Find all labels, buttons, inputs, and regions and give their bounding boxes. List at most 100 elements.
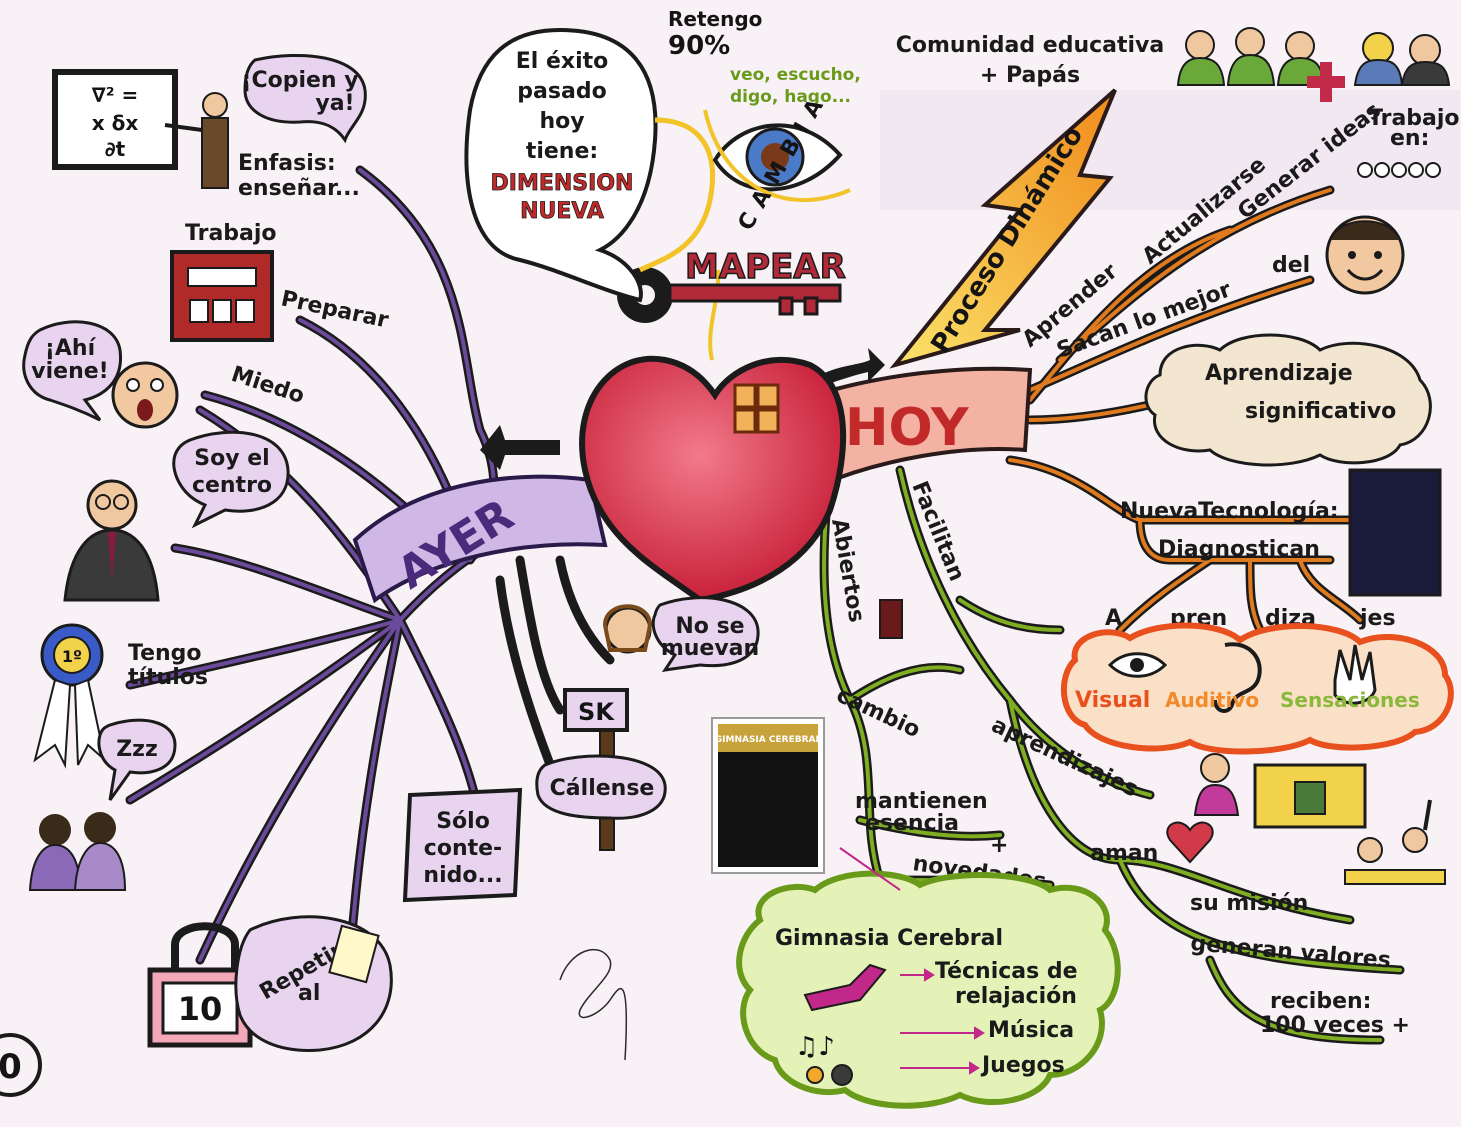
callense-label: Cállense <box>550 776 655 801</box>
cloud-aprendizaje: Aprendizaje significativo <box>1144 333 1432 467</box>
senses-line-2: digo, hago... <box>730 87 851 107</box>
box-solo-contenido: Sólo conte- nido... <box>402 787 523 903</box>
nueva-tecnologia-label: NuevaTecnología: <box>1120 499 1339 524</box>
page-number: 0 <box>0 1047 22 1087</box>
lock-icon: 10 <box>147 922 253 1048</box>
tengo-titulos-line-1: Tengo <box>128 641 202 666</box>
book-gimnasia-cerebral: GIMNASIA CEREBRAL <box>711 717 825 874</box>
tengo-titulos-line-2: títulos <box>128 665 208 690</box>
game-icon <box>831 1064 853 1086</box>
girl-painting-icon <box>1193 753 1367 829</box>
lock-label: 10 <box>178 990 223 1028</box>
bubble-callense: Cállense <box>535 754 667 820</box>
worried-girl-icon <box>602 604 653 654</box>
hoy-green-branches <box>819 465 1405 1045</box>
copien-line-2: ya! <box>315 91 354 116</box>
copien-line-1: ¡Copien y <box>241 68 358 93</box>
tech-book-image <box>1348 468 1442 597</box>
soy-centro-line-1: Soy el <box>194 446 269 471</box>
hand-icon <box>1333 644 1377 705</box>
bubble-ahi-viene: ¡Ahí viene! <box>22 320 123 422</box>
bubble-no-se-muevan: No se muevan <box>651 596 760 672</box>
formula-line-1: ∇² = <box>92 83 138 107</box>
exito-line-4: tiene: <box>526 139 598 164</box>
smiley-icon <box>1325 215 1405 295</box>
retengo-percent: 90% <box>668 31 730 61</box>
tecnicas-line-1: Técnicas de <box>935 959 1078 984</box>
community-line-2: + Papás <box>980 63 1080 88</box>
trabajo-en-line-1: Trabajo <box>1368 106 1460 131</box>
music-notes-icon: ♫♪ <box>795 1032 835 1062</box>
formula-line-3: ∂t <box>105 137 126 161</box>
aprendizajes-split-1: A <box>1105 606 1122 631</box>
no-se-muevan-line-1: No se <box>675 614 744 639</box>
key-icon: MAPEAR <box>617 246 847 323</box>
mision-label: su misión <box>1190 891 1308 916</box>
students-back-icon <box>28 812 127 891</box>
soy-centro-line-2: centro <box>192 473 272 498</box>
style-visual: Visual <box>1075 688 1150 713</box>
tecnicas-line-2: relajación <box>955 984 1077 1009</box>
trabajo-label: Trabajo <box>185 221 277 246</box>
sign-label: SK <box>578 698 615 726</box>
bubble-zzz: Zzz <box>97 718 177 801</box>
style-sensaciones: Sensaciones <box>1280 688 1420 712</box>
ahi-viene-line-2: viene! <box>31 359 108 384</box>
reciben-line-1: reciben: <box>1270 989 1371 1014</box>
solo-contenido-line-3: nido... <box>423 863 502 888</box>
bubble-soy-centro: Soy el centro <box>172 430 290 529</box>
aman-label: aman <box>1090 841 1158 866</box>
scared-face-icon <box>111 361 179 429</box>
exito-line-5: DIMENSION <box>491 171 634 196</box>
arrow-icons <box>480 348 885 470</box>
enfasis-line-2: enseñar... <box>238 176 360 201</box>
musica-label: Música <box>988 1018 1074 1043</box>
exito-line-3: hoy <box>539 109 584 134</box>
cloud-gimnasia-cerebral: Gimnasia Cerebral Técnicas de relajación… <box>736 870 1121 1109</box>
small-heart-icon <box>1166 821 1214 864</box>
mapear-label: MAPEAR <box>685 247 846 287</box>
zzz-label: Zzz <box>116 737 158 762</box>
enfasis-line-1: Enfasis: <box>238 151 336 176</box>
aprendizaje-line-1: Aprendizaje <box>1205 361 1353 386</box>
repetir-line-2: al <box>298 981 320 1006</box>
reciben-line-2: 100 veces + <box>1260 1013 1410 1038</box>
door-icon <box>879 599 903 639</box>
ribbon-label: 1º <box>62 647 82 666</box>
trabajo-en-line-2: en: <box>1390 126 1429 151</box>
gimnasia-title: Gimnasia Cerebral <box>775 926 1003 951</box>
cloud-learning-styles: Visual Auditivo Sensaciones <box>1060 622 1454 755</box>
aprendizaje-line-2: significativo <box>1245 399 1396 424</box>
hoy-label: HOY <box>845 398 970 458</box>
eye-icon <box>703 109 851 202</box>
chalkboard-formula: ∇² = x δx ∂t <box>52 69 178 170</box>
page-number-badge: 0 <box>0 1033 42 1097</box>
ahi-viene-line-1: ¡Ahí <box>45 336 97 361</box>
solo-contenido-line-1: Sólo <box>436 809 490 834</box>
teacher-figure <box>164 92 229 189</box>
senses-line-1: veo, escucho, <box>730 65 861 85</box>
retengo-label: Retengo <box>668 7 762 31</box>
formula-line-2: x δx <box>92 111 139 135</box>
gimnasia-arrows <box>900 968 985 1075</box>
students-raising-hands-icon <box>1344 799 1446 885</box>
team-heads-icon <box>1357 162 1441 178</box>
signature <box>559 949 628 1061</box>
lounge-chair-icon <box>803 963 887 1012</box>
book-title: GIMNASIA CEREBRAL <box>715 735 822 745</box>
mantienen-line-2: esencia <box>865 811 959 836</box>
pointer-arrow <box>839 847 901 891</box>
building-icon <box>170 250 274 342</box>
speech-bubble-exito: El éxito pasado hoy tiene: DIMENSION NUE… <box>464 27 716 303</box>
man-portrait-icon <box>63 479 160 602</box>
ayer-banner: AYER <box>352 474 608 604</box>
community-line-1: Comunidad educativa <box>896 33 1165 58</box>
mantienen-line-1: mantienen <box>855 789 988 814</box>
style-auditivo: Auditivo <box>1165 688 1259 712</box>
ball-icon <box>806 1066 824 1084</box>
aprendizajes-split-4: jes <box>1359 606 1396 631</box>
del-label: del <box>1272 253 1310 278</box>
plus-label: + <box>990 833 1008 858</box>
people-group-icon <box>1176 27 1451 102</box>
